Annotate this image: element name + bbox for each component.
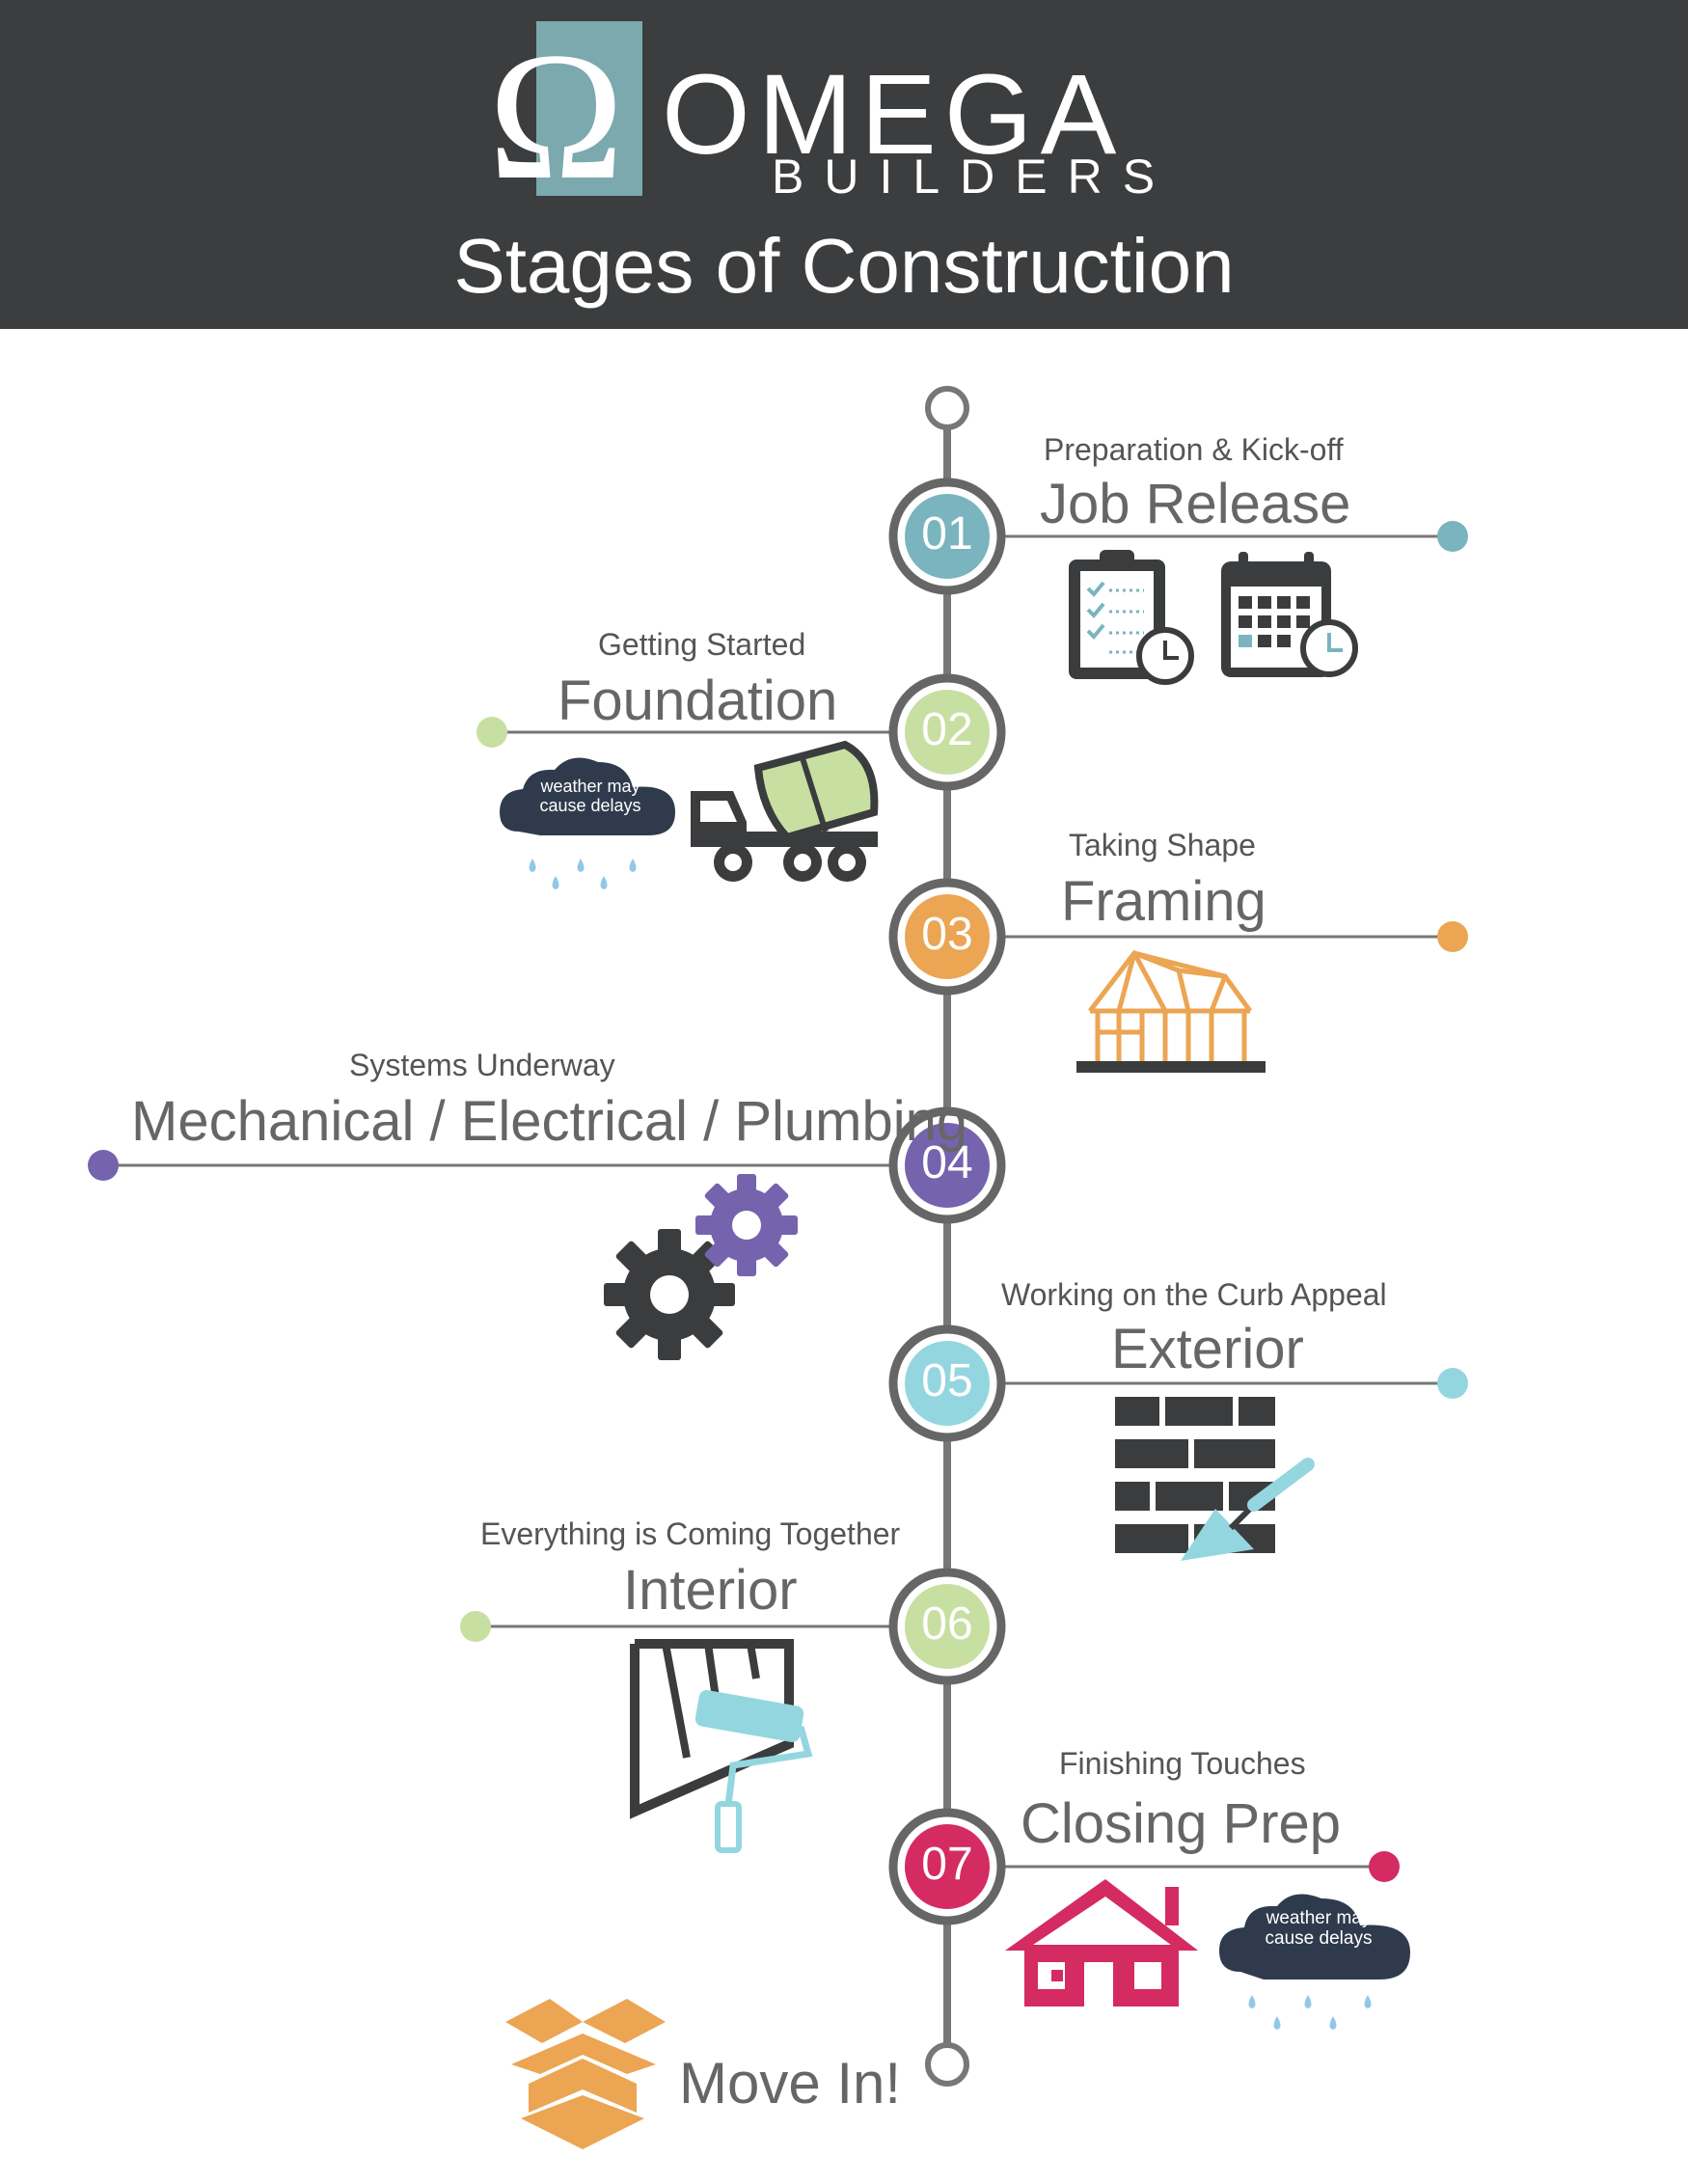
connector-dot-1 (1437, 521, 1468, 552)
timeline-diagram (88, 386, 1468, 2149)
stage-node-01 (888, 478, 1006, 595)
stage-node-02 (888, 673, 1006, 791)
stage-subtitle: Systems Underway (349, 1048, 615, 1082)
svg-text:Ω: Ω (488, 15, 624, 218)
stage-title: Closing Prep (1021, 1792, 1342, 1855)
house-frame-icon (1088, 949, 1253, 1063)
brand-subtitle: BUILDERS (772, 150, 1176, 204)
stage-number: 01 (921, 508, 973, 560)
house-icon (1005, 1879, 1198, 2007)
connector-dot-4 (88, 1150, 119, 1181)
stage-title: Mechanical / Electrical / Plumbing (131, 1090, 968, 1153)
connector-dot-7 (1369, 1851, 1400, 1882)
stage-subtitle: Preparation & Kick-off (1044, 432, 1344, 467)
stage-number: 03 (921, 909, 973, 960)
stage-title: Interior (623, 1559, 798, 1622)
stage-number: 06 (921, 1598, 973, 1650)
connector-dot-5 (1437, 1368, 1468, 1399)
connector-dot-3 (1437, 921, 1468, 952)
connector-dot-2 (476, 717, 507, 748)
cement-truck-icon (691, 740, 879, 882)
brick-wall-trowel-icon (1115, 1397, 1315, 1561)
brand-name: OMEGA (662, 51, 1125, 178)
stage-node-04 (888, 1106, 1006, 1224)
stage-subtitle: Getting Started (598, 627, 806, 662)
rain-cloud-icon (500, 757, 675, 889)
connector-dot-6 (460, 1611, 491, 1642)
gears-icon (604, 1174, 798, 1360)
omega-logo-icon: Ω (488, 15, 642, 218)
move-in-label: Move In! (679, 2051, 902, 2116)
open-box-icon (505, 1999, 666, 2149)
header: Ω OMEGA BUILDERS Stages of Construction (0, 0, 1688, 329)
stage-subtitle: Finishing Touches (1059, 1746, 1306, 1781)
stage-title: Job Release (1040, 473, 1351, 535)
stage-subtitle: Taking Shape (1069, 828, 1256, 862)
weather-note: weather may cause delays (539, 777, 641, 815)
weather-note: weather may cause delays (1265, 1908, 1373, 1950)
stage-number: 07 (921, 1839, 973, 1890)
stage-node-07 (888, 1808, 1006, 1925)
stage-title: Foundation (558, 669, 838, 732)
stage-subtitle: Everything is Coming Together (480, 1516, 901, 1551)
stage-title: Framing (1061, 870, 1266, 933)
ground-bar (1076, 1061, 1266, 1073)
clipboard-checklist-icon (1069, 550, 1194, 685)
paint-roller-icon (630, 1639, 813, 1853)
stage-number: 05 (921, 1355, 973, 1406)
stage-title: Exterior (1111, 1318, 1304, 1380)
page-title: Stages of Construction (453, 223, 1235, 309)
rain-cloud-icon (1219, 1894, 1410, 2030)
stage-node-05 (888, 1324, 1006, 1442)
stage-number: 04 (921, 1137, 973, 1188)
timeline-start-node (925, 386, 969, 430)
stage-subtitle: Working on the Curb Appeal (1001, 1277, 1387, 1312)
stage-number: 02 (921, 704, 973, 755)
stage-node-06 (888, 1568, 1006, 1685)
timeline-end-node (925, 2042, 969, 2087)
calendar-clock-icon (1221, 552, 1358, 677)
stage-node-03 (888, 878, 1006, 996)
